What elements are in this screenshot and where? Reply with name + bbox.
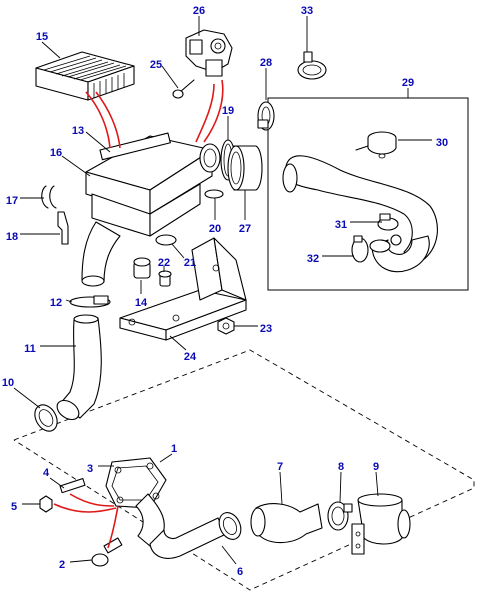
callout-14: 14 [135, 297, 148, 309]
elbow-hose-11[interactable] [54, 314, 102, 423]
mounting-bracket-24[interactable] [119, 237, 247, 341]
grommet-21[interactable] [155, 234, 177, 246]
link-line [195, 83, 215, 143]
callout-9: 9 [373, 461, 379, 473]
callout-8: 8 [338, 461, 344, 473]
breather-valve-30[interactable] [355, 131, 397, 159]
leader-c13 [85, 131, 111, 153]
hose-clip-8[interactable] [327, 501, 353, 531]
leader-c2 [69, 559, 93, 563]
resonator-tee-9[interactable] [351, 493, 411, 555]
callout-4: 4 [43, 467, 50, 479]
link-line [53, 503, 117, 513]
rubber-mount-22[interactable] [158, 270, 172, 287]
callout-30: 30 [436, 137, 448, 149]
screw-25[interactable] [172, 79, 195, 99]
throttle-adaptor-1[interactable] [105, 457, 167, 547]
leader-c12 [65, 299, 73, 303]
nut-23[interactable] [217, 317, 235, 335]
airflow-sensor[interactable] [185, 29, 233, 77]
leader-c16 [61, 155, 91, 177]
link-line [203, 79, 224, 143]
intake-pipe-6[interactable] [149, 509, 245, 559]
leader-c25 [161, 65, 179, 89]
seal-20[interactable] [204, 189, 224, 199]
leader-c15 [41, 41, 61, 59]
callout-18: 18 [6, 231, 18, 243]
link-line [85, 91, 111, 149]
leader-c21 [171, 243, 185, 259]
callout-3: 3 [87, 463, 93, 475]
callout-11: 11 [24, 343, 36, 355]
hose-clip-12[interactable] [69, 295, 111, 308]
hose-connector-27[interactable] [227, 145, 263, 191]
callout-31: 31 [335, 219, 347, 231]
leader-c1 [159, 453, 173, 463]
rubber-mount-14[interactable] [133, 257, 151, 279]
link-line [107, 505, 119, 549]
callout-12: 12 [50, 297, 62, 309]
inset-box-29 [267, 97, 469, 291]
leader-c8 [339, 471, 342, 503]
hose-clip-33[interactable] [297, 51, 327, 80]
callout-32: 32 [307, 253, 319, 265]
leader-c7 [279, 471, 283, 505]
callout-6: 6 [237, 566, 243, 578]
callout-28: 28 [260, 57, 272, 69]
stud-4[interactable] [59, 478, 86, 494]
link-lines [53, 79, 224, 549]
hose-clip-10[interactable] [30, 401, 61, 435]
hose-clip-28[interactable] [257, 101, 275, 131]
callout-7: 7 [277, 461, 283, 473]
hose-clip-32[interactable] [351, 235, 369, 263]
link-line [69, 493, 115, 507]
callout-33: 33 [301, 5, 313, 17]
bracket-18[interactable] [57, 211, 69, 245]
air-cleaner-housing[interactable] [81, 132, 221, 287]
callout-20: 20 [209, 223, 221, 235]
callout-5: 5 [11, 501, 17, 513]
callout-10: 10 [2, 377, 14, 389]
callout-22: 22 [158, 257, 170, 269]
callout-2: 2 [59, 559, 65, 571]
air-filter-element[interactable] [35, 51, 135, 101]
leader-c9 [375, 471, 379, 497]
leader-c10 [13, 387, 41, 409]
leader-c6 [221, 545, 237, 565]
intake-hose-7[interactable] [250, 503, 323, 544]
callout-21: 21 [184, 257, 196, 269]
nut-5[interactable] [39, 495, 53, 513]
callout-15: 15 [36, 31, 48, 43]
callout-13: 13 [72, 125, 84, 137]
leader-lines [13, 16, 432, 565]
callout-25: 25 [150, 59, 162, 71]
callout-1: 1 [171, 443, 177, 455]
callout-16: 16 [50, 147, 62, 159]
callout-19: 19 [222, 105, 234, 117]
callout-29: 29 [402, 77, 414, 89]
fitting-31 [390, 234, 402, 246]
leader-c4 [49, 477, 65, 489]
elbow-outlet-29[interactable] [369, 235, 430, 273]
callout-27: 27 [239, 223, 251, 235]
leader-c24 [169, 335, 187, 351]
callout-17: 17 [6, 195, 18, 207]
callout-26: 26 [193, 5, 205, 17]
clip-17[interactable] [41, 185, 57, 209]
bolt-2[interactable] [91, 537, 123, 567]
hose-clip-31[interactable] [377, 213, 399, 231]
dashed-separator [13, 349, 475, 591]
callout-24: 24 [184, 351, 197, 363]
callout-23: 23 [260, 323, 272, 335]
link-line [95, 91, 121, 149]
